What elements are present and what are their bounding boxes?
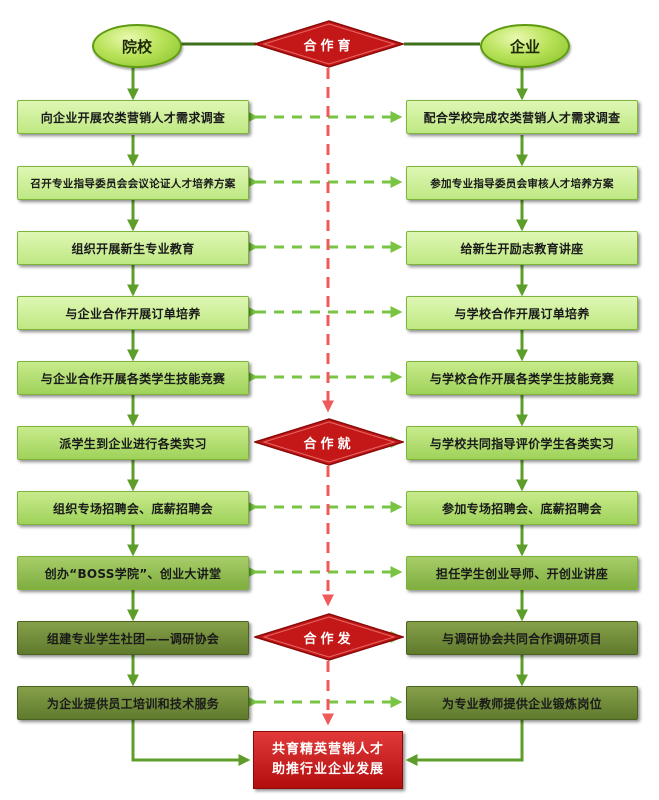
- right-step-text: 为专业教师提供企业锻炼岗位: [442, 696, 602, 711]
- stage-develop-diamond: 合作发: [254, 613, 404, 661]
- right-step-text: 担任学生创业导师、开创业讲座: [435, 566, 609, 581]
- left-step-box: 组建专业学生社团——调研协会: [17, 621, 249, 655]
- stage-cultivate-label: 合作育: [303, 38, 355, 54]
- left-step-box: 派学生到企业进行各类实习: [17, 426, 249, 460]
- enterprise-label: 企业: [509, 37, 540, 56]
- outcome-line-2: 助推行业企业发展: [271, 762, 384, 777]
- left-step-text: 召开专业指导委员会会议论证人才培养方案: [30, 177, 236, 190]
- right-step-text: 参加专场招聘会、底薪招聘会: [442, 501, 602, 516]
- left-step-box: 与企业合作开展各类学生技能竞赛: [17, 361, 249, 395]
- right-step-text: 与调研协会共同合作调研项目: [442, 631, 602, 646]
- left-step-text: 派学生到企业进行各类实习: [59, 436, 207, 451]
- left-step-box: 与企业合作开展订单培养: [17, 296, 249, 330]
- left-step-box: 向企业开展农类营销人才需求调查: [17, 100, 249, 134]
- left-step-box: 组织开展新生专业教育: [17, 231, 249, 265]
- left-step-box: 召开专业指导委员会会议论证人才培养方案: [17, 166, 249, 200]
- left-step-text: 与企业合作开展各类学生技能竞赛: [40, 371, 226, 386]
- left-step-box: 组织专场招聘会、底薪招聘会: [17, 491, 249, 525]
- right-step-box: 参加专业指导委员会审核人才培养方案: [406, 166, 638, 200]
- left-step-text: 组建专业学生社团——调研协会: [46, 631, 220, 646]
- left-step-box: 为企业提供员工培训和技术服务: [17, 686, 249, 720]
- right-step-box: 与学校共同指导评价学生各类实习: [406, 426, 638, 460]
- outcome-box: 共育精英营销人才 助推行业企业发展: [253, 731, 403, 789]
- enterprise-node: 企业: [480, 24, 570, 68]
- right-step-text: 给新生开励志教育讲座: [460, 241, 584, 256]
- school-node: 院校: [92, 24, 182, 68]
- outcome-line-1: 共育精英营销人才: [271, 742, 384, 757]
- right-step-box: 与调研协会共同合作调研项目: [406, 621, 638, 655]
- right-step-text: 与学校共同指导评价学生各类实习: [429, 436, 615, 451]
- stage-cultivate-diamond: 合作育: [254, 20, 404, 68]
- left-step-text: 与企业合作开展订单培养: [65, 306, 201, 321]
- right-step-box: 配合学校完成农类营销人才需求调查: [406, 100, 638, 134]
- left-step-text: 为企业提供员工培训和技术服务: [46, 696, 220, 711]
- right-step-text: 配合学校完成农类营销人才需求调查: [423, 110, 621, 125]
- right-step-box: 担任学生创业导师、开创业讲座: [406, 556, 638, 590]
- right-flow-arrows: [405, 66, 528, 766]
- stage-employ-label: 合作就: [303, 436, 355, 452]
- right-step-text: 与学校合作开展各类学生技能竞赛: [429, 371, 615, 386]
- left-step-text: 组织专场招聘会、底薪招聘会: [53, 501, 213, 516]
- left-step-text: 向企业开展农类营销人才需求调查: [40, 110, 226, 125]
- right-step-box: 给新生开励志教育讲座: [406, 231, 638, 265]
- left-step-text: 组织开展新生专业教育: [71, 241, 195, 256]
- right-step-box: 参加专场招聘会、底薪招聘会: [406, 491, 638, 525]
- left-step-text: 创办“BOSS学院”、创业大讲堂: [44, 566, 222, 581]
- left-flow-arrows: [127, 66, 251, 766]
- stage-employ-diamond: 合作就: [254, 418, 404, 466]
- right-step-box: 为专业教师提供企业锻炼岗位: [406, 686, 638, 720]
- right-step-text: 与学校合作开展订单培养: [454, 306, 590, 321]
- school-label: 院校: [121, 37, 152, 56]
- right-step-box: 与学校合作开展订单培养: [406, 296, 638, 330]
- right-step-text: 参加专业指导委员会审核人才培养方案: [430, 177, 614, 190]
- right-step-box: 与学校合作开展各类学生技能竞赛: [406, 361, 638, 395]
- stage-develop-label: 合作发: [303, 631, 355, 647]
- left-step-box: 创办“BOSS学院”、创业大讲堂: [17, 556, 249, 590]
